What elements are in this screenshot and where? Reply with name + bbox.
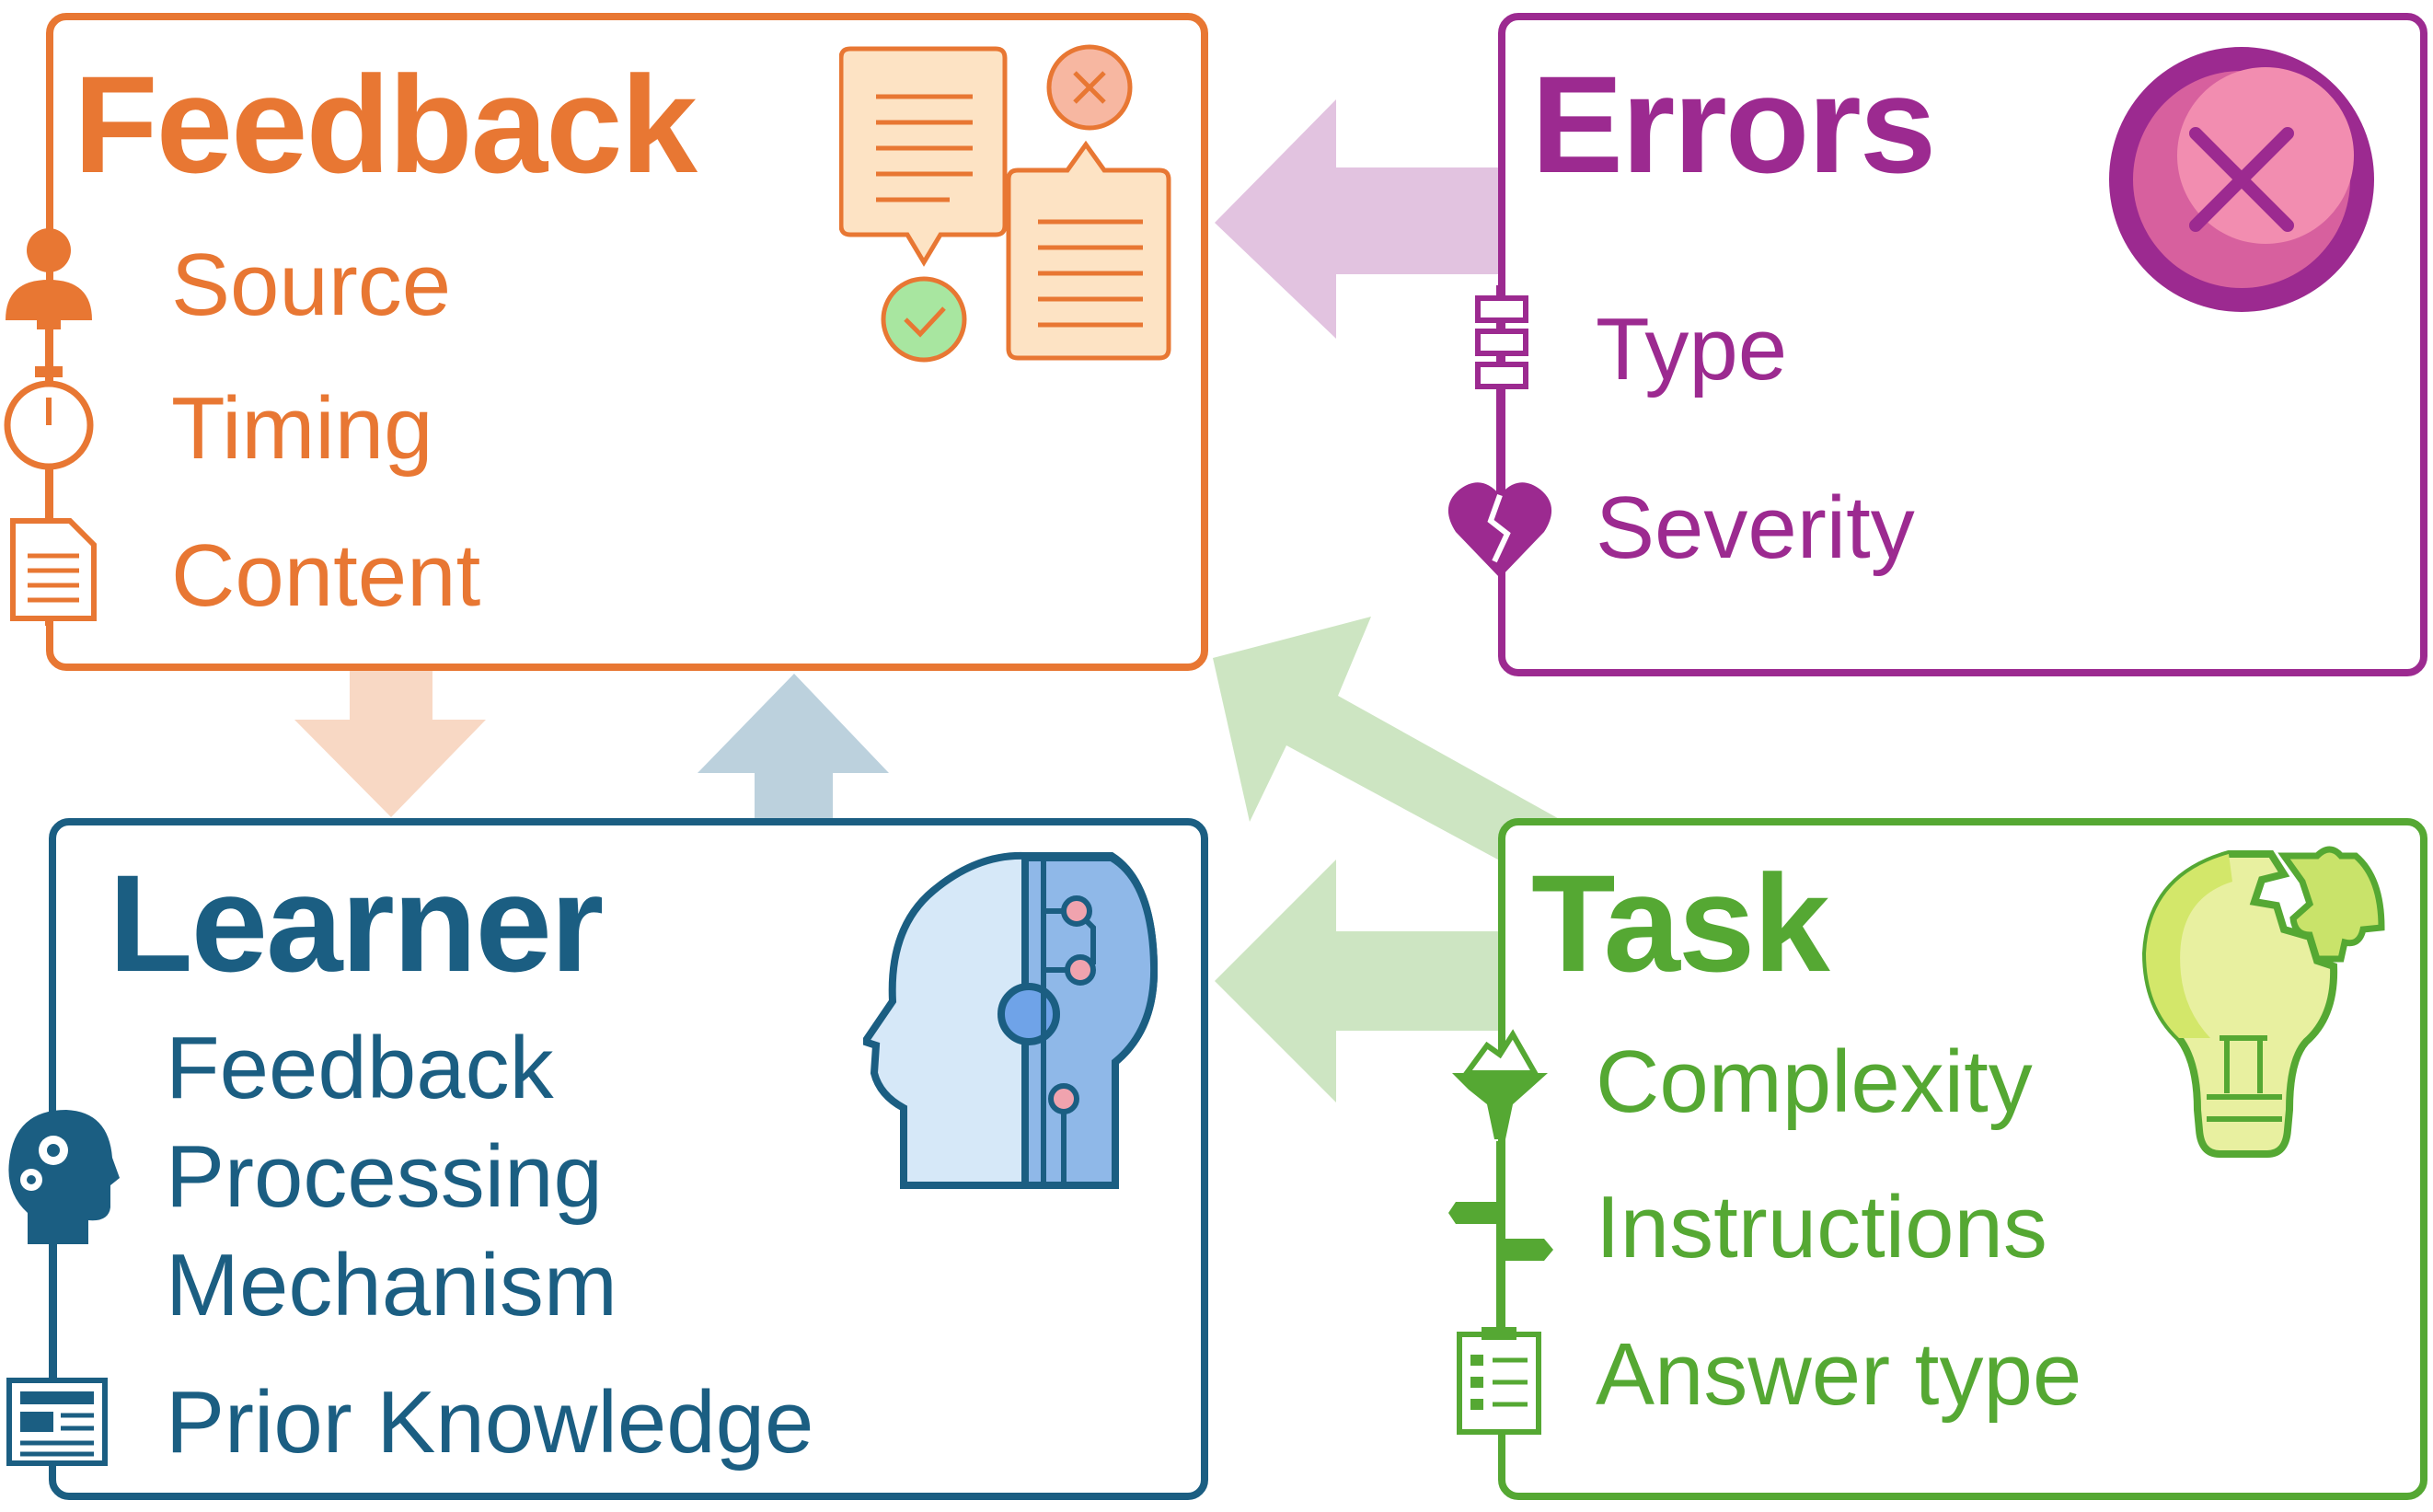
errors-item-type: Type [1596, 300, 1788, 398]
person-icon [6, 228, 92, 329]
newspaper-icon [6, 1378, 108, 1466]
learner-item-feedback-processing: Feedback Processing Mechanism [166, 1019, 617, 1334]
feedback-title: Feedback [74, 47, 698, 202]
task-side-icons [1448, 1029, 1553, 1435]
stack-icon [1475, 295, 1528, 389]
head-gears-icon [8, 1110, 120, 1244]
feedback-bubbles-icon [839, 44, 1171, 363]
feedback-item-source: Source [171, 236, 452, 334]
arrow-task-to-learner [1215, 860, 1500, 1102]
arrow-errors-to-feedback [1215, 99, 1500, 339]
task-item-complexity: Complexity [1596, 1033, 2033, 1131]
learner-item-prior-knowledge: Prior Knowledge [166, 1373, 814, 1472]
floating-island-icon [1452, 1029, 1548, 1139]
ai-head-icon [863, 851, 1158, 1189]
feedback-item-timing: Timing [171, 379, 433, 478]
checklist-icon [1457, 1327, 1541, 1435]
arrow-learner-to-feedback [698, 674, 889, 821]
error-x-icon [2109, 47, 2374, 312]
errors-item-severity: Severity [1596, 479, 1915, 577]
feedback-item-content: Content [171, 526, 481, 625]
learner-side-icons [6, 1110, 120, 1466]
feedback-side-icons [4, 228, 97, 626]
signpost-icon [1448, 1187, 1553, 1307]
lightbulb-puzzle-icon [2141, 846, 2385, 1158]
arrow-feedback-to-learner [294, 670, 486, 817]
arrow-task-to-feedback [1213, 617, 1564, 871]
broken-heart-icon [1447, 482, 1552, 578]
task-title: Task [1531, 846, 1830, 1000]
document-icon [10, 518, 97, 621]
task-item-answer-type: Answer type [1596, 1325, 2082, 1424]
learner-title: Learner [109, 846, 604, 1000]
errors-title: Errors [1531, 47, 1936, 202]
task-item-instructions: Instructions [1596, 1178, 2047, 1276]
errors-side-icons [1447, 285, 1552, 578]
stopwatch-icon [4, 366, 94, 470]
